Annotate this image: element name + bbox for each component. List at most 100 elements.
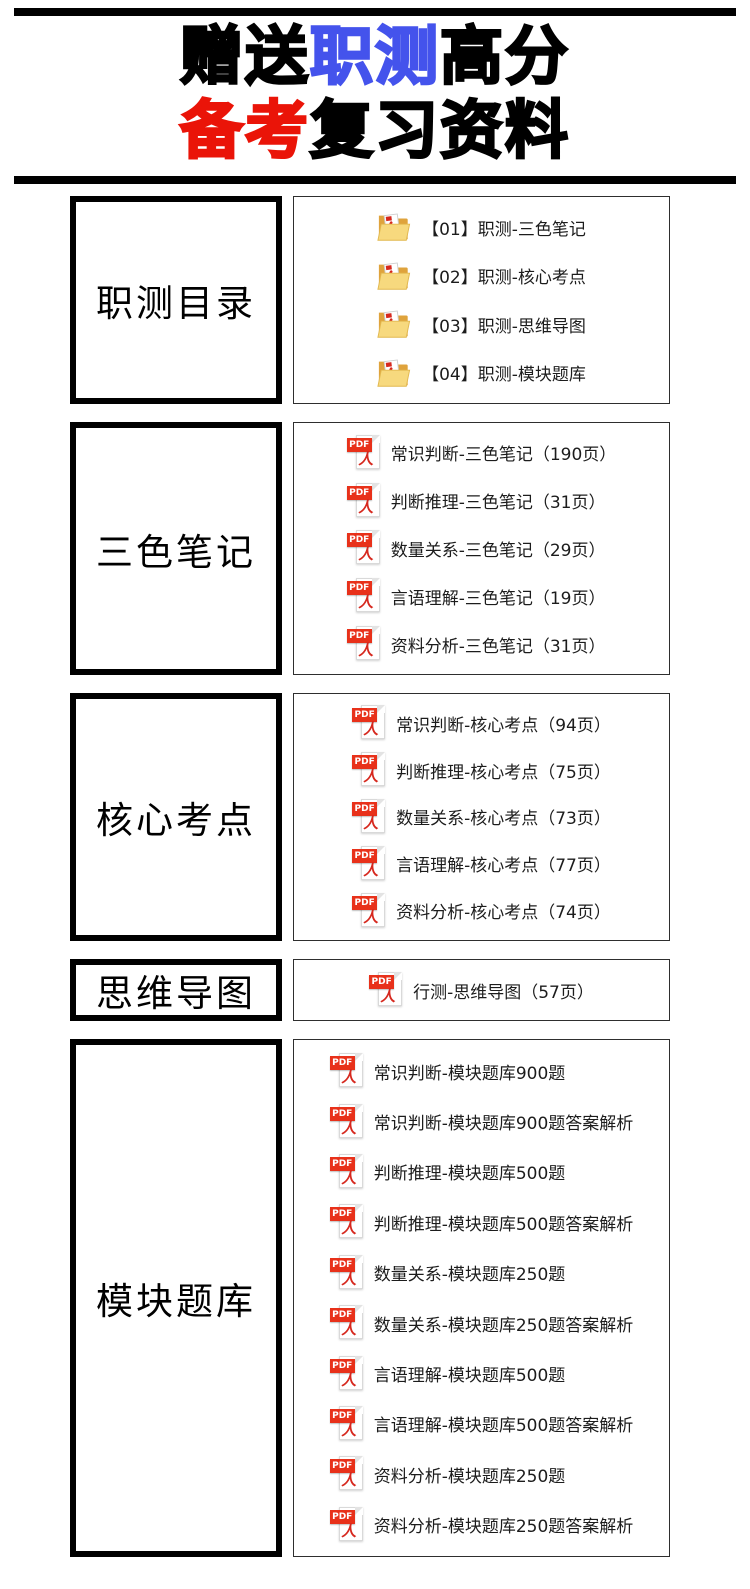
file-name: 资料分析-模块题库250题答案解析 — [373, 1517, 634, 1538]
file-name: 判断推理-核心考点（75页） — [396, 762, 611, 783]
section-label-notes: 三色笔记 — [70, 422, 282, 675]
section-catalog: 职测目录 【01】职测-三色笔记 【0 — [70, 196, 750, 404]
file-name: 资料分析-核心考点（74页） — [396, 903, 611, 924]
file-name: 数量关系-三色笔记（29页） — [390, 540, 606, 561]
list-item[interactable]: 【01】职测-三色笔记 — [377, 210, 586, 244]
file-name: 数量关系-模块题库250题 — [373, 1265, 566, 1286]
file-name: 判断推理-三色笔记（31页） — [390, 493, 606, 514]
file-name: 常识判断-模块题库900题 — [373, 1063, 566, 1084]
section-label-catalog: 职测目录 — [70, 196, 282, 404]
file-name: 言语理解-核心考点（77页） — [396, 856, 611, 877]
title-segment-blue: 职测 — [309, 19, 440, 95]
file-name: 【04】职测-模块题库 — [422, 365, 586, 386]
title-segment: 高分 — [439, 19, 570, 95]
list-item[interactable]: 【02】职测-核心考点 — [377, 259, 586, 293]
file-name: 常识判断-核心考点（94页） — [396, 715, 611, 736]
file-name: 资料分析-模块题库250题 — [373, 1466, 566, 1487]
title-segment: 赠送 — [179, 19, 310, 95]
folder-pdf-icon — [377, 310, 411, 338]
title-segment-red: 备考 — [179, 93, 310, 169]
title-segment: 复习资料 — [309, 93, 570, 169]
file-name: 行测-思维导图（57页） — [413, 982, 594, 1003]
section-label-keypoints: 核心考点 — [70, 693, 282, 941]
header-divider-bar — [14, 176, 736, 184]
file-name: 【01】职测-三色笔记 — [422, 219, 586, 240]
list-item[interactable]: 【04】职测-模块题库 — [377, 356, 586, 390]
list-item[interactable]: 【03】职测-思维导图 — [377, 307, 586, 341]
file-panel-catalog: 【01】职测-三色笔记 【02】职测-核心考点 — [293, 196, 670, 404]
file-name: 言语理解-三色笔记（19页） — [390, 588, 606, 609]
file-name: 言语理解-模块题库500题 — [373, 1366, 566, 1387]
top-divider-bar — [14, 8, 736, 16]
folder-pdf-icon — [377, 262, 411, 290]
section-label-mindmap: 思维导图 — [70, 959, 282, 1021]
file-name: 判断推理-模块题库500题答案解析 — [373, 1214, 634, 1235]
file-name: 数量关系-核心考点（73页） — [396, 809, 611, 830]
catalog-content: 职测目录 【01】职测-三色笔记 【0 — [70, 196, 750, 1557]
file-name: 数量关系-模块题库250题答案解析 — [373, 1315, 634, 1336]
file-name: 常识判断-模块题库900题答案解析 — [373, 1114, 634, 1135]
title-line-2: 备考复习资料 — [0, 93, 750, 169]
file-name: 常识判断-三色笔记（190页） — [390, 445, 617, 466]
file-name: 【03】职测-思维导图 — [422, 316, 586, 337]
section-label-question-bank: 模块题库 — [70, 1039, 282, 1557]
folder-pdf-icon — [377, 213, 411, 241]
file-name: 资料分析-三色笔记（31页） — [390, 636, 606, 657]
file-name: 判断推理-模块题库500题 — [373, 1164, 566, 1185]
page-title: 赠送职测高分 备考复习资料 — [0, 19, 750, 169]
folder-pdf-icon — [377, 359, 411, 387]
title-line-1: 赠送职测高分 — [0, 19, 750, 95]
file-name: 【02】职测-核心考点 — [422, 268, 586, 289]
file-name: 言语理解-模块题库500题答案解析 — [373, 1416, 634, 1437]
